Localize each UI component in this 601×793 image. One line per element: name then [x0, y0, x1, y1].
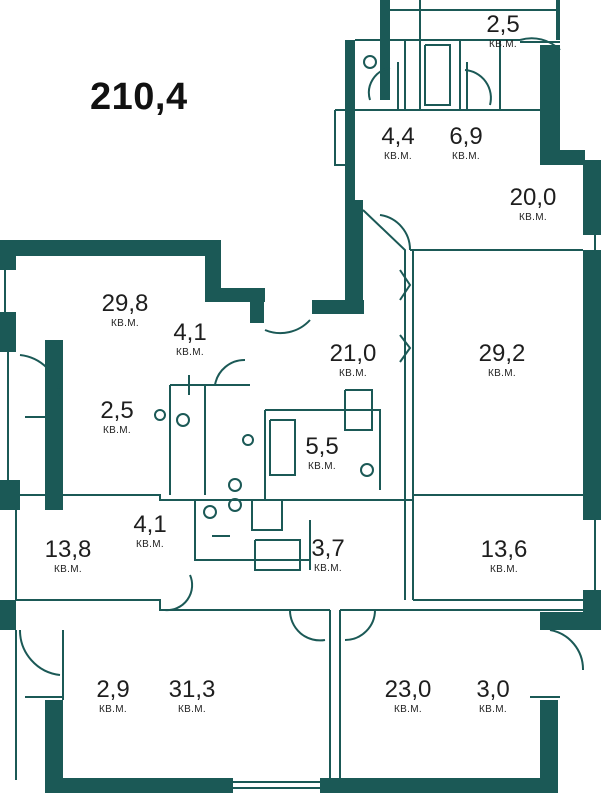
- room-area: 6,9: [449, 123, 483, 150]
- room-area: 31,3: [168, 676, 216, 703]
- room-label: 5,5 КВ.М.: [297, 434, 347, 474]
- room-unit: КВ.М.: [176, 347, 204, 358]
- interior-lines: [4, 0, 596, 789]
- room-unit: КВ.М.: [99, 704, 127, 715]
- room-label: 4,4 КВ.М.: [373, 124, 423, 164]
- room-unit: КВ.М.: [111, 318, 139, 329]
- room-label: 21,0 КВ.М.: [323, 341, 383, 381]
- room-area: 21,0: [329, 340, 377, 367]
- room-label: 31,3 КВ.М.: [162, 677, 222, 717]
- room-label: 3,0 КВ.М.: [468, 677, 518, 717]
- room-area: 5,5: [305, 433, 339, 460]
- room-area: 23,0: [384, 676, 432, 703]
- room-area: 29,8: [101, 290, 149, 317]
- room-area: 4,1: [173, 319, 207, 346]
- room-area: 2,5: [486, 11, 520, 38]
- room-area: 3,7: [311, 535, 345, 562]
- room-unit: КВ.М.: [178, 704, 206, 715]
- room-label: 29,8 КВ.М.: [95, 291, 155, 331]
- total-area: 210,4: [90, 76, 188, 118]
- room-area: 4,1: [133, 511, 167, 538]
- room-label: 23,0 КВ.М.: [378, 677, 438, 717]
- room-area: 4,4: [381, 123, 415, 150]
- room-label: 2,5 КВ.М.: [92, 398, 142, 438]
- room-label: 3,7 КВ.М.: [303, 536, 353, 576]
- room-unit: КВ.М.: [394, 704, 422, 715]
- room-area: 13,8: [44, 536, 92, 563]
- room-unit: КВ.М.: [519, 212, 547, 223]
- room-label: 4,1 КВ.М.: [125, 512, 175, 552]
- room-area: 2,9: [96, 676, 130, 703]
- room-unit: КВ.М.: [314, 563, 342, 574]
- room-area: 20,0: [509, 184, 557, 211]
- room-label: 13,6 КВ.М.: [474, 537, 534, 577]
- room-unit: КВ.М.: [308, 461, 336, 472]
- room-unit: КВ.М.: [452, 151, 480, 162]
- room-label: 2,5 КВ.М.: [478, 12, 528, 52]
- room-label: 20,0 КВ.М.: [503, 185, 563, 225]
- room-label: 29,2 КВ.М.: [472, 341, 532, 381]
- room-label: 2,9 КВ.М.: [88, 677, 138, 717]
- room-unit: КВ.М.: [54, 564, 82, 575]
- room-unit: КВ.М.: [339, 368, 367, 379]
- room-label: 4,1 КВ.М.: [165, 320, 215, 360]
- room-area: 29,2: [478, 340, 526, 367]
- room-unit: КВ.М.: [384, 151, 412, 162]
- room-unit: КВ.М.: [489, 39, 517, 50]
- room-unit: КВ.М.: [488, 368, 516, 379]
- room-unit: КВ.М.: [103, 425, 131, 436]
- room-unit: КВ.М.: [490, 564, 518, 575]
- room-label: 6,9 КВ.М.: [441, 124, 491, 164]
- room-label: 13,8 КВ.М.: [38, 537, 98, 577]
- room-area: 13,6: [480, 536, 528, 563]
- room-unit: КВ.М.: [136, 539, 164, 550]
- room-area: 2,5: [100, 397, 134, 424]
- room-unit: КВ.М.: [479, 704, 507, 715]
- room-area: 3,0: [476, 676, 510, 703]
